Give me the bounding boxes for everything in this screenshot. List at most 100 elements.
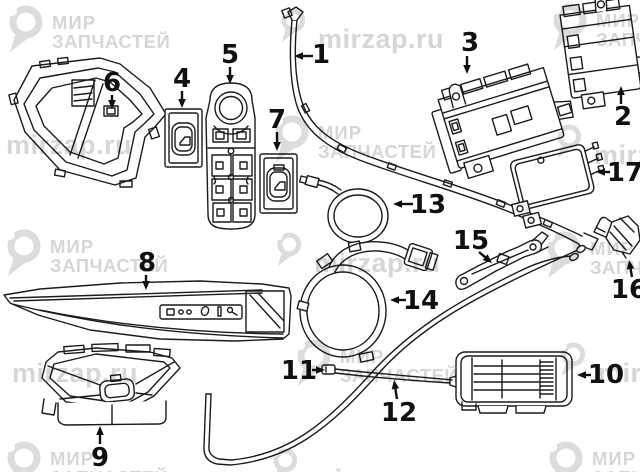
part-3-callout: 3 bbox=[461, 28, 479, 74]
brand-pin-logo-icon bbox=[5, 229, 41, 276]
part-12-arrowhead-icon bbox=[391, 380, 400, 390]
watermark-site-tile: mirzap.ru bbox=[279, 8, 444, 54]
part-8-drawing bbox=[3, 280, 292, 342]
part-14-drawing bbox=[296, 241, 439, 363]
watermark-brand-line1: МИР bbox=[340, 346, 384, 367]
brand-pin-logo-icon bbox=[295, 339, 331, 386]
part-9-drawing bbox=[41, 342, 181, 426]
part-15-label: 15 bbox=[453, 226, 489, 256]
watermark-site-tile: mirzap.ru bbox=[271, 448, 436, 472]
part-14-label: 14 bbox=[403, 286, 439, 316]
watermark-site-text: mirzap.ru bbox=[6, 130, 132, 160]
part-5-label: 5 bbox=[221, 40, 239, 70]
watermark-brand-line1: МИР bbox=[592, 448, 636, 469]
brand-pin-logo-icon bbox=[273, 115, 309, 162]
watermark-site-text: mirzap.ru bbox=[594, 140, 640, 170]
part-16-label: 16 bbox=[611, 275, 640, 305]
brand-pin-logo-icon bbox=[7, 5, 43, 52]
part-16-drawing bbox=[593, 215, 640, 259]
part-3-label: 3 bbox=[461, 28, 479, 58]
part-13-arrowhead-icon bbox=[393, 200, 402, 208]
part-3-drawing bbox=[431, 63, 574, 180]
part-14-arrowhead-icon bbox=[390, 296, 399, 304]
watermark-brand-line1: МИР bbox=[52, 12, 96, 33]
part-15-drawing bbox=[455, 231, 549, 291]
watermark-site-tile: mirzap.ru bbox=[555, 124, 640, 170]
part-17-arrowhead-icon bbox=[596, 168, 605, 176]
part-10-label: 10 bbox=[588, 360, 624, 390]
part-7-arrowhead-icon bbox=[273, 142, 281, 151]
part-17-label: 17 bbox=[607, 158, 640, 188]
watermark-site-tile: mirzap.ru bbox=[6, 130, 132, 160]
part-16-callout: 16 bbox=[611, 260, 640, 305]
part-10-arrowhead-icon bbox=[577, 371, 586, 379]
watermark-brand-line1: МИР bbox=[318, 122, 362, 143]
part-12-callout: 12 bbox=[381, 380, 417, 428]
watermark-site-text: mirzap.ru bbox=[310, 464, 436, 472]
watermark-brand-line1: МИР bbox=[596, 10, 640, 31]
part-2-callout: 2 bbox=[614, 86, 632, 132]
part-2-label: 2 bbox=[614, 102, 632, 132]
part-1-callout: 1 bbox=[294, 40, 330, 70]
watermark-site-text: mirzap.ru bbox=[12, 358, 138, 388]
part-6-label: 6 bbox=[103, 68, 121, 98]
watermark-brand-line2: ЗАПЧАСТЕЙ bbox=[52, 31, 170, 52]
brand-pin-logo-icon bbox=[5, 441, 41, 472]
part-13-callout: 13 bbox=[393, 190, 446, 220]
watermark-brand-line1: МИР bbox=[50, 236, 94, 257]
part-15-arrowhead-icon bbox=[482, 254, 492, 263]
watermark-site-tile: mirzap.ru bbox=[12, 358, 138, 388]
part-9-callout: 9 bbox=[91, 426, 109, 472]
watermark-brand-line2: ЗАПЧАСТЕЙ bbox=[592, 467, 640, 472]
brand-pin-logo-icon bbox=[545, 231, 581, 278]
part-16-arrowhead-icon bbox=[626, 260, 635, 270]
part-9-label: 9 bbox=[91, 443, 109, 472]
part-5-drawing bbox=[205, 82, 256, 230]
watermark-site-tile: mirzap.ru bbox=[275, 232, 440, 278]
part-10-callout: 10 bbox=[577, 360, 624, 390]
watermark-brand-line2: ЗАПЧАСТЕЙ bbox=[340, 365, 458, 386]
part-3-arrowhead-icon bbox=[463, 65, 471, 74]
part-4-drawing bbox=[164, 108, 203, 168]
part-1-label: 1 bbox=[312, 40, 330, 70]
brand-pin-logo-icon bbox=[275, 232, 302, 266]
part-4-callout: 4 bbox=[173, 64, 191, 108]
brand-pin-logo-icon bbox=[555, 124, 582, 158]
part-15-callout: 15 bbox=[453, 226, 492, 263]
part-6-callout: 6 bbox=[103, 68, 121, 109]
part-4-label: 4 bbox=[173, 64, 191, 94]
watermark-site-text: mirzap.ru bbox=[314, 248, 440, 278]
part-2-drawing bbox=[559, 0, 640, 110]
part-14-callout: 14 bbox=[390, 286, 439, 316]
part-8-label: 8 bbox=[138, 248, 156, 278]
part-8-arrowhead-icon bbox=[142, 281, 150, 290]
part-10-drawing bbox=[449, 351, 573, 414]
part-5-callout: 5 bbox=[221, 40, 239, 84]
part-12-leader-line bbox=[393, 386, 399, 400]
part-8-callout: 8 bbox=[138, 248, 156, 290]
watermark-brand-line2: ЗАПЧАСТЕЙ bbox=[50, 467, 168, 472]
watermark-brand-line2: ЗАПЧАСТЕЙ bbox=[596, 29, 640, 50]
watermark-site-tile: mirzap.ru bbox=[559, 342, 640, 388]
brand-pin-logo-icon bbox=[547, 441, 583, 472]
part-12-label: 12 bbox=[381, 398, 417, 428]
part-9-arrowhead-icon bbox=[96, 426, 104, 435]
watermark-brand-line2: ЗАПЧАСТЕЙ bbox=[590, 257, 640, 278]
brand-pin-logo-icon bbox=[551, 3, 587, 50]
brand-pin-logo-icon bbox=[279, 8, 306, 42]
brand-pin-logo-icon bbox=[271, 448, 298, 472]
watermark-site-text: mirzap.ru bbox=[318, 24, 444, 54]
watermark-brand-line1: МИР bbox=[50, 448, 94, 469]
watermark-site-text: mirzap.ru bbox=[598, 358, 640, 388]
part-13-label: 13 bbox=[410, 190, 446, 220]
